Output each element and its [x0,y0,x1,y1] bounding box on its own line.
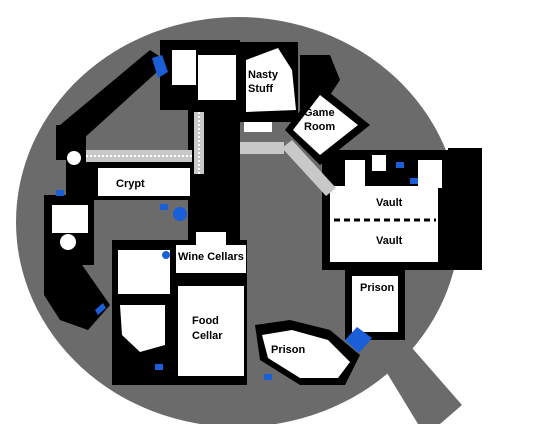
room-label-nasty-stuff-line2: Stuff [248,83,273,95]
room-label-vault-upper: Vault [376,197,403,209]
room-label-game-room-line1: Game [304,107,335,119]
room-label-food-cellar-line1: Food [192,315,219,327]
room-label-prison-south: Prison [271,344,306,356]
room-label-wine-cellars: Wine Cellars [178,251,244,263]
room-label-prison-east: Prison [360,282,395,294]
room-label-crypt: Crypt [116,178,145,190]
room-label-vault-lower: Vault [376,235,403,247]
floors [52,48,442,378]
room-label-game-room-line2: Room [304,121,335,133]
room-label-nasty-stuff-line1: Nasty [248,69,279,81]
water-markers [56,55,418,380]
corridors [86,112,336,196]
exit-tunnel [370,325,462,424]
room-label-food-cellar-line2: Cellar [192,330,223,342]
